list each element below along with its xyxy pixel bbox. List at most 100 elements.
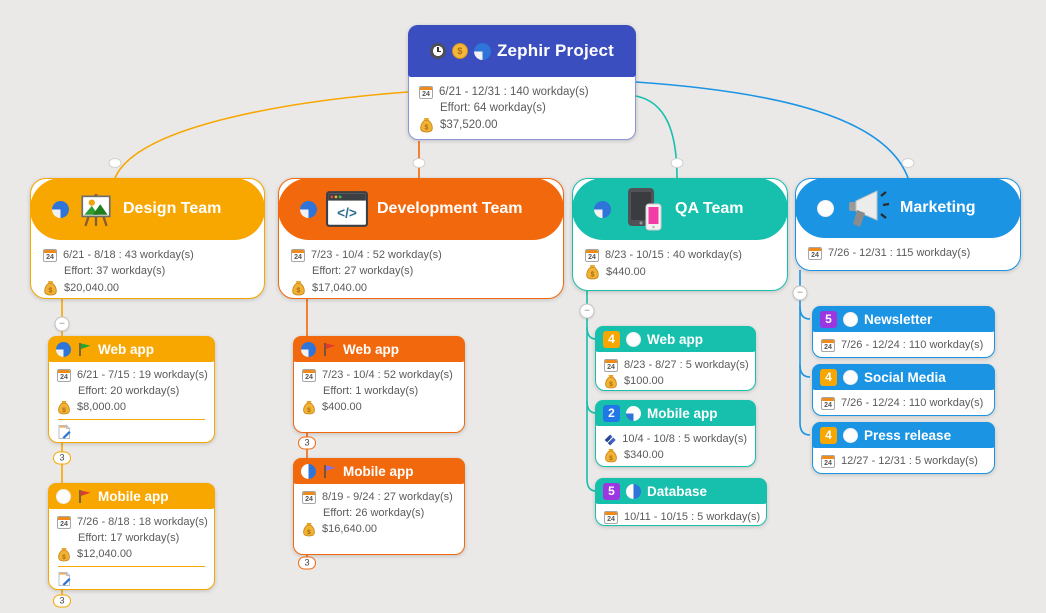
subtask-header[interactable]: Mobile app — [48, 483, 215, 509]
collapsed-count-badge[interactable]: 3 — [53, 594, 71, 608]
svg-text:$: $ — [425, 124, 429, 132]
svg-text:$: $ — [62, 554, 66, 561]
flag-purple-icon — [324, 464, 336, 478]
priority-badge: 4 — [820, 426, 837, 444]
subtask-node-qa-database[interactable]: 5 Database 24 10/11 - 10/15 : 5 workday(… — [595, 478, 767, 526]
calendar-icon: 24 — [585, 249, 599, 262]
money-bag-icon: $ — [586, 265, 599, 280]
subtask-date-row: 24 7/26 - 8/18 : 18 workday(s) — [57, 515, 208, 530]
money-bag-icon: $ — [605, 375, 617, 389]
team-node-design-header[interactable]: Design Team — [30, 178, 265, 240]
root-node-header[interactable]: $ Zephir Project — [408, 25, 636, 77]
subtask-header[interactable]: 2 Mobile app — [595, 400, 756, 426]
megaphone-icon — [849, 190, 890, 227]
team-development-label: Development Team — [377, 200, 523, 217]
calendar-icon: 24 — [821, 455, 835, 468]
branch-anchor-design[interactable] — [108, 158, 122, 168]
flag-red-icon — [79, 489, 91, 503]
design-date-row: 24 6/21 - 8/18 : 43 workday(s) — [43, 248, 258, 263]
money-bag-icon: $ — [303, 401, 315, 415]
svg-text:$: $ — [609, 381, 613, 388]
svg-text:$: $ — [609, 455, 613, 462]
subtask-date-row: 24 12/27 - 12/31 : 5 workday(s) — [821, 454, 986, 469]
progress-pie-icon — [843, 369, 858, 385]
subtask-node-qa-web-app[interactable]: 4 Web app 24 8/23 - 8/27 : 5 workday(s) … — [595, 326, 756, 391]
calendar-icon: 24 — [821, 339, 835, 352]
root-node[interactable]: $ Zephir Project 24 6/21 - 12/31 : 140 w… — [408, 25, 636, 140]
subtask-effort-row: Effort: 26 workday(s) — [323, 507, 425, 519]
progress-pie-icon — [817, 199, 834, 217]
subtask-node-marketing-newsletter[interactable]: 5 Newsletter 24 7/26 - 12/24 : 110 workd… — [812, 306, 995, 358]
pie-chart-icon — [473, 42, 491, 60]
priority-badge: 4 — [603, 330, 620, 348]
subtask-date-row: 10/4 - 10/8 : 5 workday(s) — [604, 432, 747, 447]
calendar-icon: 24 — [291, 249, 305, 262]
subtask-node-qa-mobile-app[interactable]: 2 Mobile app 10/4 - 10/8 : 5 workday(s) … — [595, 400, 756, 467]
calendar-icon: 24 — [43, 249, 57, 262]
subtask-header[interactable]: Mobile app — [293, 458, 465, 484]
subtask-node-design-mobile-app[interactable]: Mobile app 24 7/26 - 8/18 : 18 workday(s… — [48, 483, 215, 590]
development-date-row: 24 7/23 - 10/4 : 52 workday(s) — [291, 248, 557, 263]
card-divider — [58, 566, 205, 567]
qa-cost-row: $ $440.00 — [585, 264, 781, 280]
team-node-development-header[interactable]: </> Development Team — [278, 178, 564, 240]
money-bag-icon: $ — [303, 523, 315, 537]
subtask-date-row: 24 10/11 - 10/15 : 5 workday(s) — [604, 510, 760, 525]
note-icon — [58, 571, 71, 586]
collapse-button-design[interactable]: − — [54, 316, 70, 332]
subtask-cost-row: $ $100.00 — [604, 374, 747, 389]
team-marketing-label: Marketing — [900, 199, 976, 216]
subtask-header[interactable]: 4 Web app — [595, 326, 756, 352]
development-cost-row: $ $17,040.00 — [291, 280, 557, 296]
design-cost-row: $ $20,040.00 — [43, 280, 258, 296]
team-node-qa[interactable]: QA Team 24 8/23 - 10/15 : 40 workday(s) … — [572, 178, 788, 291]
qa-date-row: 24 8/23 - 10/15 : 40 workday(s) — [585, 248, 781, 263]
priority-badge: 4 — [820, 368, 837, 386]
subtask-node-development-mobile-app[interactable]: Mobile app 24 8/19 - 9/24 : 27 workday(s… — [293, 458, 465, 555]
money-bag-icon: $ — [292, 281, 305, 296]
subtask-header[interactable]: 4 Press release — [812, 422, 995, 448]
subtask-date-row: 24 8/23 - 8/27 : 5 workday(s) — [604, 358, 749, 373]
clock-icon — [429, 43, 446, 59]
collapsed-count-badge[interactable]: 3 — [53, 451, 71, 465]
team-node-design[interactable]: Design Team 24 6/21 - 8/18 : 43 workday(… — [30, 178, 265, 299]
team-node-qa-header[interactable]: QA Team — [572, 178, 788, 240]
collapse-button-marketing[interactable]: − — [792, 285, 808, 301]
subtask-header[interactable]: Web app — [48, 336, 215, 362]
team-node-marketing-header[interactable]: Marketing — [795, 178, 1021, 238]
subtask-effort-row: Effort: 1 workday(s) — [323, 385, 419, 397]
subtask-node-development-web-app[interactable]: Web app 24 7/23 - 10/4 : 52 workday(s) E… — [293, 336, 465, 433]
root-title: Zephir Project — [496, 41, 615, 60]
money-bag-icon: $ — [58, 401, 70, 415]
subtask-node-marketing-press-release[interactable]: 4 Press release 24 12/27 - 12/31 : 5 wor… — [812, 422, 995, 474]
subtask-header[interactable]: 5 Newsletter — [812, 306, 995, 332]
branch-anchor-marketing[interactable] — [901, 158, 915, 168]
collapse-button-qa[interactable]: − — [579, 303, 595, 319]
flag-green-icon — [79, 342, 91, 356]
svg-text:$: $ — [62, 407, 66, 414]
marketing-date-row: 24 7/26 - 12/31 : 115 workday(s) — [808, 246, 1014, 261]
team-node-marketing[interactable]: Marketing 24 7/26 - 12/31 : 115 workday(… — [795, 178, 1021, 271]
subtask-node-marketing-social-media[interactable]: 4 Social Media 24 7/26 - 12/24 : 110 wor… — [812, 364, 995, 416]
development-effort-row: Effort: 27 workday(s) — [312, 265, 414, 277]
subtask-node-design-web-app[interactable]: Web app 24 6/21 - 7/15 : 19 workday(s) E… — [48, 336, 215, 443]
branch-anchor-development[interactable] — [412, 158, 426, 168]
subtask-date-row: 24 7/26 - 12/24 : 110 workday(s) — [821, 338, 986, 353]
svg-text:$: $ — [307, 407, 311, 414]
calendar-icon: 24 — [821, 397, 835, 410]
card-divider — [58, 419, 205, 420]
tablet-phone-icon — [628, 188, 662, 231]
subtask-header[interactable]: 4 Social Media — [812, 364, 995, 390]
progress-pie-icon — [301, 341, 316, 357]
root-date-row: 24 6/21 - 12/31 : 140 workday(s) — [419, 85, 629, 100]
milestone-diamond-icon — [604, 434, 616, 445]
money-bag-icon: $ — [420, 118, 433, 133]
team-node-development[interactable]: </> Development Team 24 7/23 - 10/4 : 52… — [278, 178, 564, 299]
collapsed-count-badge[interactable]: 3 — [298, 556, 316, 570]
branch-anchor-qa[interactable] — [670, 158, 684, 168]
priority-badge: 2 — [603, 404, 620, 422]
collapsed-count-badge[interactable]: 3 — [298, 436, 316, 450]
subtask-header[interactable]: 5 Database — [595, 478, 767, 504]
subtask-header[interactable]: Web app — [293, 336, 465, 362]
